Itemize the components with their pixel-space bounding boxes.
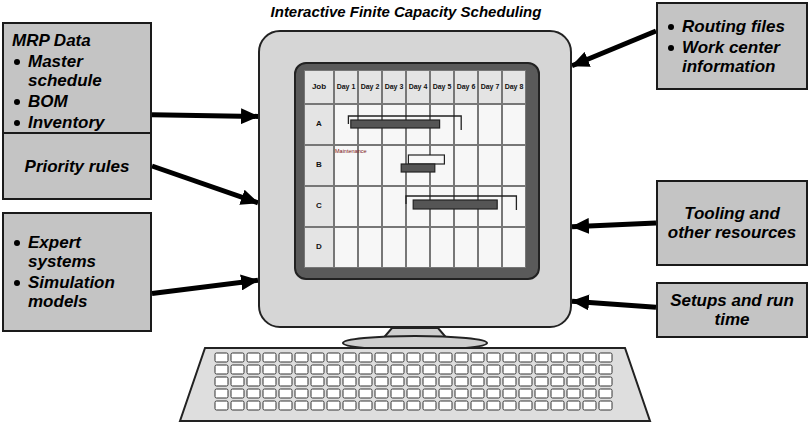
text-row: Inventory [12,113,142,132]
text-row: BOM [12,92,142,111]
input-box: Tooling and other resources [656,180,808,266]
grid-cell [502,104,526,145]
input-arrow [152,166,258,203]
cell-text-holder: Day 2 [358,70,382,104]
grid-cell [502,227,526,268]
box-text: Expert systems [28,233,142,271]
box-text: BOM [28,92,142,111]
input-box: Routing filesWork center information [656,2,808,90]
input-box: MRP DataMaster scheduleBOM Inventory [2,22,152,141]
text-row: Tooling and other resources [666,204,798,242]
column-header: Day 6 [457,83,476,91]
grid-cell [478,145,502,186]
keyboard [180,348,650,421]
column-header: Day 1 [337,83,356,91]
grid-cell [454,227,478,268]
input-arrow [152,115,258,117]
bullet [14,280,20,286]
cell-text-holder: Day 8 [502,70,526,104]
grid-cell [382,186,406,227]
input-arrow [572,223,656,227]
input-box: Priority rules [2,132,152,200]
column-header: Day 2 [361,83,380,91]
grid-cell [478,227,502,268]
grid-cell [478,104,502,145]
cell-text-holder: Maintenance [335,146,381,156]
cell-text-holder: Day 7 [478,70,502,104]
input-arrow [572,301,656,307]
text-row: Routing files [666,17,798,36]
bullet [14,240,20,246]
grid-cell [502,186,526,227]
grid-cell [382,227,406,268]
text-row: Work center information [666,38,798,76]
grid-cell [430,227,454,268]
text-row: Master schedule [12,52,142,90]
cell-text-holder: Day 1 [334,70,358,104]
grid-cell [454,104,478,145]
row-label: C [316,202,322,211]
column-header: Day 3 [385,83,404,91]
row-label: A [316,120,322,129]
row-label: B [316,161,322,170]
screen-glass: Job Day 1 Day 2 Day 3 Day 4 Day 5 Day 6 Day 7 Da… [294,62,540,280]
grid-cell [454,145,478,186]
bullet [14,120,20,126]
box-text: Work center information [682,38,798,76]
grid-cell [334,186,358,227]
input-box: Setups and run time [656,282,808,338]
cell-text-holder: Day 3 [382,70,406,104]
box-text: Setups and run time [666,291,798,329]
column-header: Day 8 [505,83,524,91]
box-text: Priority rules [12,157,142,176]
cell-text-holder: Job [304,70,334,104]
text-row: Expert systems [12,233,142,271]
row-label: D [316,243,322,252]
bullet [14,59,20,65]
column-header: Job [312,83,326,92]
box-text: Inventory [28,113,142,132]
gantt-bars [304,70,526,268]
grid-cell [502,145,526,186]
column-header: Day 5 [433,83,452,91]
text-row: Setups and run time [666,291,798,329]
cell-text-holder: Day 4 [406,70,430,104]
input-box: Expert systemsSimulation models [2,212,152,332]
job-bar [351,120,440,128]
box-text: Simulation models [28,273,142,311]
cell-text-holder: C [304,186,334,227]
input-arrow [152,280,258,293]
column-header: Day 7 [481,83,500,91]
bullet [668,24,674,30]
schedule-bracket [406,196,516,210]
cell-text-holder: B [304,145,334,186]
input-arrow [572,31,656,66]
box-text: Routing files [682,17,798,36]
schedule-bar [408,155,444,164]
box-text: Master schedule [28,52,142,90]
column-header: Day 4 [409,83,428,91]
job-bar [413,200,497,209]
text-row: Priority rules [12,157,142,176]
monitor-screen: Job Day 1 Day 2 Day 3 Day 4 Day 5 Day 6 Day 7 Da… [258,30,572,328]
gantt-chart: Job Day 1 Day 2 Day 3 Day 4 Day 5 Day 6 Day 7 Da… [304,70,526,268]
bullet [668,45,674,51]
text-row: Simulation models [12,273,142,311]
cell-text-holder: D [304,227,334,268]
cell-text-holder: A [304,104,334,145]
grid-cell [358,227,382,268]
box-text: Tooling and other resources [666,204,798,242]
grid-cell [406,227,430,268]
grid-cell [358,186,382,227]
bullet [14,99,20,105]
box-text: MRP Data [12,31,142,50]
bar-label: Maintenance [335,148,367,154]
schedule-bracket [348,116,461,130]
keyboard-keys [214,352,614,412]
grid-cell [334,227,358,268]
cell-text-holder: Day 5 [430,70,454,104]
job-bar [401,164,435,172]
text-row: MRP Data [12,31,142,50]
cell-text-holder: Day 6 [454,70,478,104]
